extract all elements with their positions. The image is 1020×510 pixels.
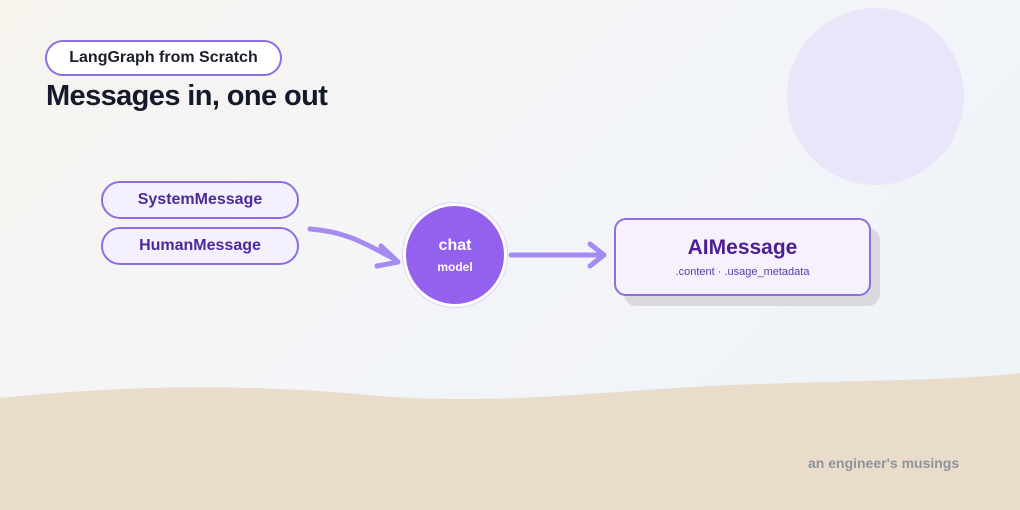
model-label-primary: chat [438, 236, 472, 254]
ai-message-fields: .content · .usage_metadata [675, 266, 810, 278]
ai-message-node: AIMessage .content · .usage_metadata [614, 218, 871, 296]
input-arrowhead [374, 243, 401, 269]
page-title: Messages in, one out [46, 80, 328, 112]
ai-message-title: AIMessage [687, 236, 798, 259]
system-message-label: SystemMessage [137, 191, 263, 208]
series-tag: LangGraph from Scratch [45, 40, 282, 76]
output-arrowhead [587, 241, 607, 269]
decorative-circle [787, 8, 964, 185]
footer-credit: an engineer's musings [808, 455, 960, 471]
series-tag-label: LangGraph from Scratch [69, 49, 258, 66]
model-label-secondary: model [437, 259, 473, 274]
chat-model-node: chat model [403, 203, 507, 307]
human-message-label: HumanMessage [139, 237, 261, 254]
system-message-node: SystemMessage [101, 181, 299, 219]
human-message-node: HumanMessage [101, 227, 299, 265]
